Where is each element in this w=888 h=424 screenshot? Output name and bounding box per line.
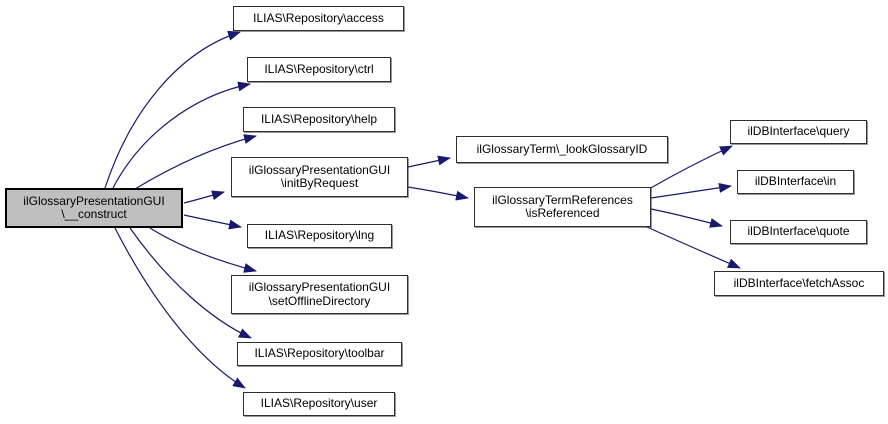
edge-init-by-request-is-referenced	[407, 186, 469, 201]
node-construct[interactable]: ilGlossaryPresentationGUI \__construct	[5, 188, 183, 228]
edge-construct-user	[114, 227, 246, 389]
node-init-by-request[interactable]: ilGlossaryPresentationGUI \initByRequest	[231, 157, 408, 197]
node-look-glossary-id-label: ilGlossaryTerm\_lookGlossaryID	[476, 141, 648, 156]
node-construct-line2: \__construct	[61, 207, 127, 221]
node-user[interactable]: ILIAS\Repository\user	[243, 392, 395, 416]
node-set-offline-directory-line1: ilGlossaryPresentationGUI	[248, 280, 391, 294]
node-quote[interactable]: ilDBInterface\quote	[730, 220, 867, 244]
node-help[interactable]: ILIAS\Repository\help	[243, 107, 395, 132]
edge-construct-lng	[183, 214, 242, 230]
node-query[interactable]: ilDBInterface\query	[730, 120, 867, 144]
node-init-by-request-line1: ilGlossaryPresentationGUI	[248, 162, 391, 177]
edge-construct-ctrl	[112, 81, 251, 189]
node-quote-label: ilDBInterface\quote	[747, 224, 850, 239]
node-look-glossary-id[interactable]: ilGlossaryTerm\_lookGlossaryID	[456, 136, 668, 163]
node-init-by-request-line2: \initByRequest	[280, 176, 359, 190]
node-ctrl[interactable]: ILIAS\Repository\ctrl	[247, 57, 391, 82]
node-set-offline-directory-line2: \setOfflineDirectory	[268, 293, 371, 308]
node-ctrl-label: ILIAS\Repository\ctrl	[264, 61, 374, 76]
edge-is-referenced-query	[648, 145, 733, 190]
node-fetch-assoc[interactable]: ilDBInterface\fetchAssoc	[714, 271, 884, 296]
node-is-referenced[interactable]: ilGlossaryTermReferences \isReferenced	[474, 187, 651, 227]
node-help-label: ILIAS\Repository\help	[260, 111, 378, 126]
node-set-offline-directory[interactable]: ilGlossaryPresentationGUI \setOfflineDir…	[231, 275, 408, 314]
node-construct-line1: ilGlossaryPresentationGUI	[23, 193, 165, 208]
node-is-referenced-line1: ilGlossaryTermReferences	[492, 192, 633, 207]
node-lng[interactable]: ILIAS\Repository\lng	[247, 224, 392, 248]
node-fetch-assoc-label: ilDBInterface\fetchAssoc	[733, 275, 865, 290]
node-in-label: ilDBInterface\in	[754, 174, 837, 189]
edge-construct-init-by-request	[183, 190, 225, 204]
node-in[interactable]: ilDBInterface\in	[737, 170, 854, 194]
node-access[interactable]: ILIAS\Repository\access	[233, 6, 404, 31]
edge-is-referenced-in	[650, 182, 732, 199]
node-toolbar-label: ILIAS\Repository\toolbar	[254, 346, 385, 361]
node-query-label: ilDBInterface\query	[747, 124, 850, 139]
edge-construct-toolbar	[129, 227, 252, 339]
node-lng-label: ILIAS\Repository\lng	[264, 228, 375, 243]
node-access-label: ILIAS\Repository\access	[253, 10, 384, 25]
node-toolbar[interactable]: ILIAS\Repository\toolbar	[237, 342, 402, 366]
edge-construct-help	[134, 134, 257, 190]
node-user-label: ILIAS\Repository\user	[260, 396, 378, 411]
edge-construct-access	[104, 30, 241, 189]
edge-construct-set-offline-directory	[149, 227, 257, 273]
edge-is-referenced-quote	[650, 208, 723, 228]
edge-is-referenced-fetch-assoc	[646, 226, 741, 269]
node-is-referenced-line2: \isReferenced	[525, 206, 600, 220]
edge-init-by-request-look-glossary-id	[407, 155, 451, 168]
